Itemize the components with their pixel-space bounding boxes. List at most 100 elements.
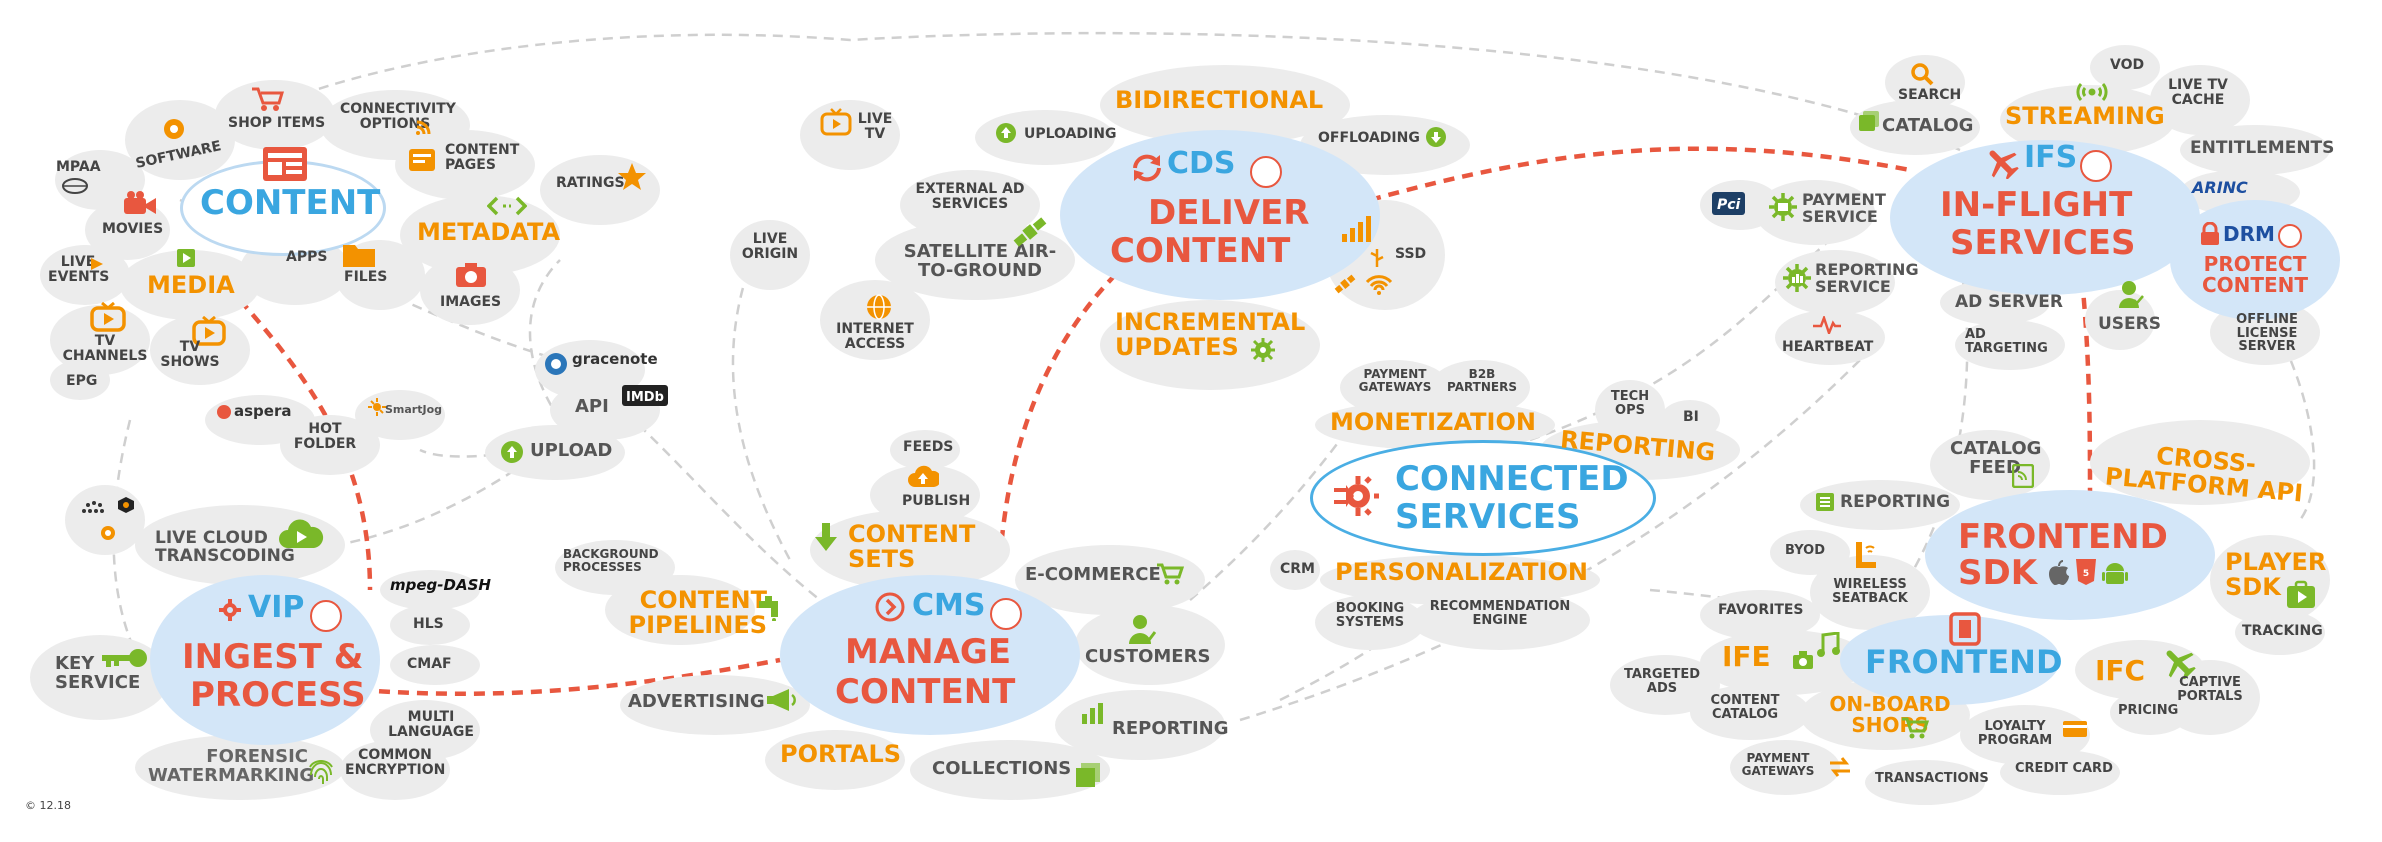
streaming-icon — [2074, 80, 2110, 108]
movies-label: MOVIES — [102, 221, 164, 237]
vip-badge: VIP — [248, 590, 305, 625]
cms-badge: CMS — [912, 588, 986, 623]
offloading-icon — [1425, 126, 1447, 152]
aspera-label: aspera — [234, 402, 292, 420]
heartbeat-icon — [1812, 314, 1842, 338]
seatback-icon — [1850, 540, 1880, 578]
ssd-label: SSD — [1395, 246, 1427, 262]
ifs-badge: IFS — [2024, 140, 2078, 175]
cds-seal-icon — [1250, 156, 1282, 188]
exchange-icon — [1828, 756, 1852, 782]
tv-channels-label: TV CHANNELS — [62, 333, 148, 364]
satellite-label: SATELLITE AIR-TO-GROUND — [903, 241, 1057, 281]
credit-card-label: CREDIT CARD — [2015, 761, 2113, 776]
content-title: CONTENT — [200, 183, 381, 223]
ifs-title-1: IN-FLIGHT — [1940, 185, 2133, 225]
shop-items-label: SHOP ITEMS — [228, 115, 326, 131]
catalog-icon — [1858, 110, 1880, 136]
satellite-icon — [1010, 212, 1050, 256]
imdb-logo-icon: IMDb — [622, 385, 668, 406]
on-board-shops-label: ON-BOARD SHOPS — [1829, 692, 1951, 737]
ecommerce-label: E-COMMERCE — [1025, 564, 1161, 585]
tv-channels-icon — [90, 301, 126, 336]
tracking-label: TRACKING — [2242, 623, 2323, 639]
advertising-label: ADVERTISING — [628, 691, 765, 712]
api-label: API — [575, 396, 609, 417]
cms-reporting-label: REPORTING — [1112, 718, 1229, 739]
star-icon — [617, 162, 647, 196]
entitlements-label: ENTITLEMENTS — [2190, 138, 2335, 158]
music-note-icon — [1815, 631, 1841, 662]
content-sets-label: CONTENT SETS — [848, 521, 975, 572]
external-ad-label: EXTERNAL AD SERVICES — [915, 181, 1025, 212]
live-tv-label: LIVE TV — [857, 111, 893, 142]
mpaa-label: MPAA — [56, 159, 101, 175]
tech-ops-label: TECH OPS — [1610, 389, 1650, 418]
cs-payment-gateways-label: PAYMENT GATEWAYS — [1358, 367, 1432, 394]
drm-seal-icon — [2278, 224, 2302, 248]
list-icon — [1815, 492, 1835, 516]
reporting-gear-icon — [1782, 263, 1812, 297]
ecommerce-cart-icon — [1155, 562, 1185, 590]
upload-label: UPLOAD — [530, 440, 613, 461]
search-icon — [1910, 62, 1934, 90]
offloading-label: OFFLOADING — [1318, 130, 1420, 146]
multi-language-label: MULTI LANGUAGE — [388, 709, 474, 740]
imdb-label: IMDb — [626, 390, 664, 405]
reporting-service-label: REPORTING SERVICE — [1815, 260, 1919, 296]
collections-stack-icon — [1075, 762, 1101, 792]
pricing-label: PRICING — [2118, 703, 2179, 718]
frontend-title: FRONTEND — [1865, 643, 2063, 681]
fe-reporting-label: REPORTING — [1840, 492, 1951, 512]
drm-label: DRM — [2223, 222, 2275, 246]
ifs-title-2: SERVICES — [1950, 223, 2136, 263]
b2b-partners-label: B2B PARTNERS — [1447, 367, 1517, 394]
streaming-label: STREAMING — [2005, 102, 2165, 130]
smartjog-logo-icon — [368, 398, 386, 420]
cms-seal-icon — [990, 598, 1022, 630]
gracenote-logo-icon — [544, 352, 568, 380]
player-sdk-label: PLAYER SDK — [2225, 548, 2327, 602]
cms-title-2: CONTENT — [835, 672, 1016, 712]
content-icon — [262, 146, 308, 186]
targeted-ads-label: TARGETED ADS — [1623, 667, 1701, 696]
player-icon — [2285, 580, 2317, 614]
content-pipelines-label: CONTENT PIPELINES — [628, 586, 768, 640]
uploading-icon — [995, 122, 1017, 148]
portals-label: PORTALS — [780, 740, 902, 768]
upload-icon — [500, 440, 524, 468]
wireless-seatback-label: WIRELESS SEATBACK — [1832, 577, 1908, 606]
cds-title-1: DELIVER — [1148, 193, 1310, 233]
bar-chart-icon — [1080, 700, 1108, 730]
content-pages-label: CONTENT PAGES — [445, 142, 520, 173]
apple-icon — [2048, 560, 2070, 590]
feeds-label: FEEDS — [903, 439, 954, 455]
ifc-plane-icon — [2160, 645, 2196, 683]
live-tv-icon — [820, 108, 852, 140]
images-camera-icon — [455, 262, 487, 292]
personalization-label: PERSONALIZATION — [1335, 558, 1588, 586]
files-icon — [342, 240, 376, 272]
common-encryption-label: COMMON ENCRYPTION — [345, 747, 446, 778]
cms-title-1: MANAGE — [845, 632, 1012, 672]
media-icon — [176, 248, 196, 272]
wifi-icon — [1365, 274, 1393, 300]
key-icon — [100, 646, 148, 674]
background-processes-label: BACKGROUND PROCESSES — [563, 547, 659, 574]
loyalty-program-label: LOYALTY PROGRAM — [1977, 719, 2053, 748]
svg-text:5: 5 — [2083, 569, 2089, 579]
usb-icon — [1368, 248, 1386, 272]
images-label: IMAGES — [440, 294, 502, 310]
plane-icon — [1983, 145, 2019, 183]
bi-label: BI — [1683, 409, 1699, 425]
protect-content-label: PROTECT CONTENT — [2201, 252, 2309, 297]
connectivity-label: CONNECTIVITY OPTIONS — [340, 101, 456, 132]
small-satellite-icon — [1333, 272, 1357, 300]
gear-refresh-icon — [1250, 337, 1276, 367]
lock-icon — [2200, 221, 2220, 250]
arinc-label: ARINC — [2192, 178, 2248, 197]
software-icon — [163, 118, 185, 144]
fe-payment-gateways-label: PAYMENT GATEWAYS — [1741, 751, 1815, 778]
cds-badge: CDS — [1167, 146, 1236, 181]
